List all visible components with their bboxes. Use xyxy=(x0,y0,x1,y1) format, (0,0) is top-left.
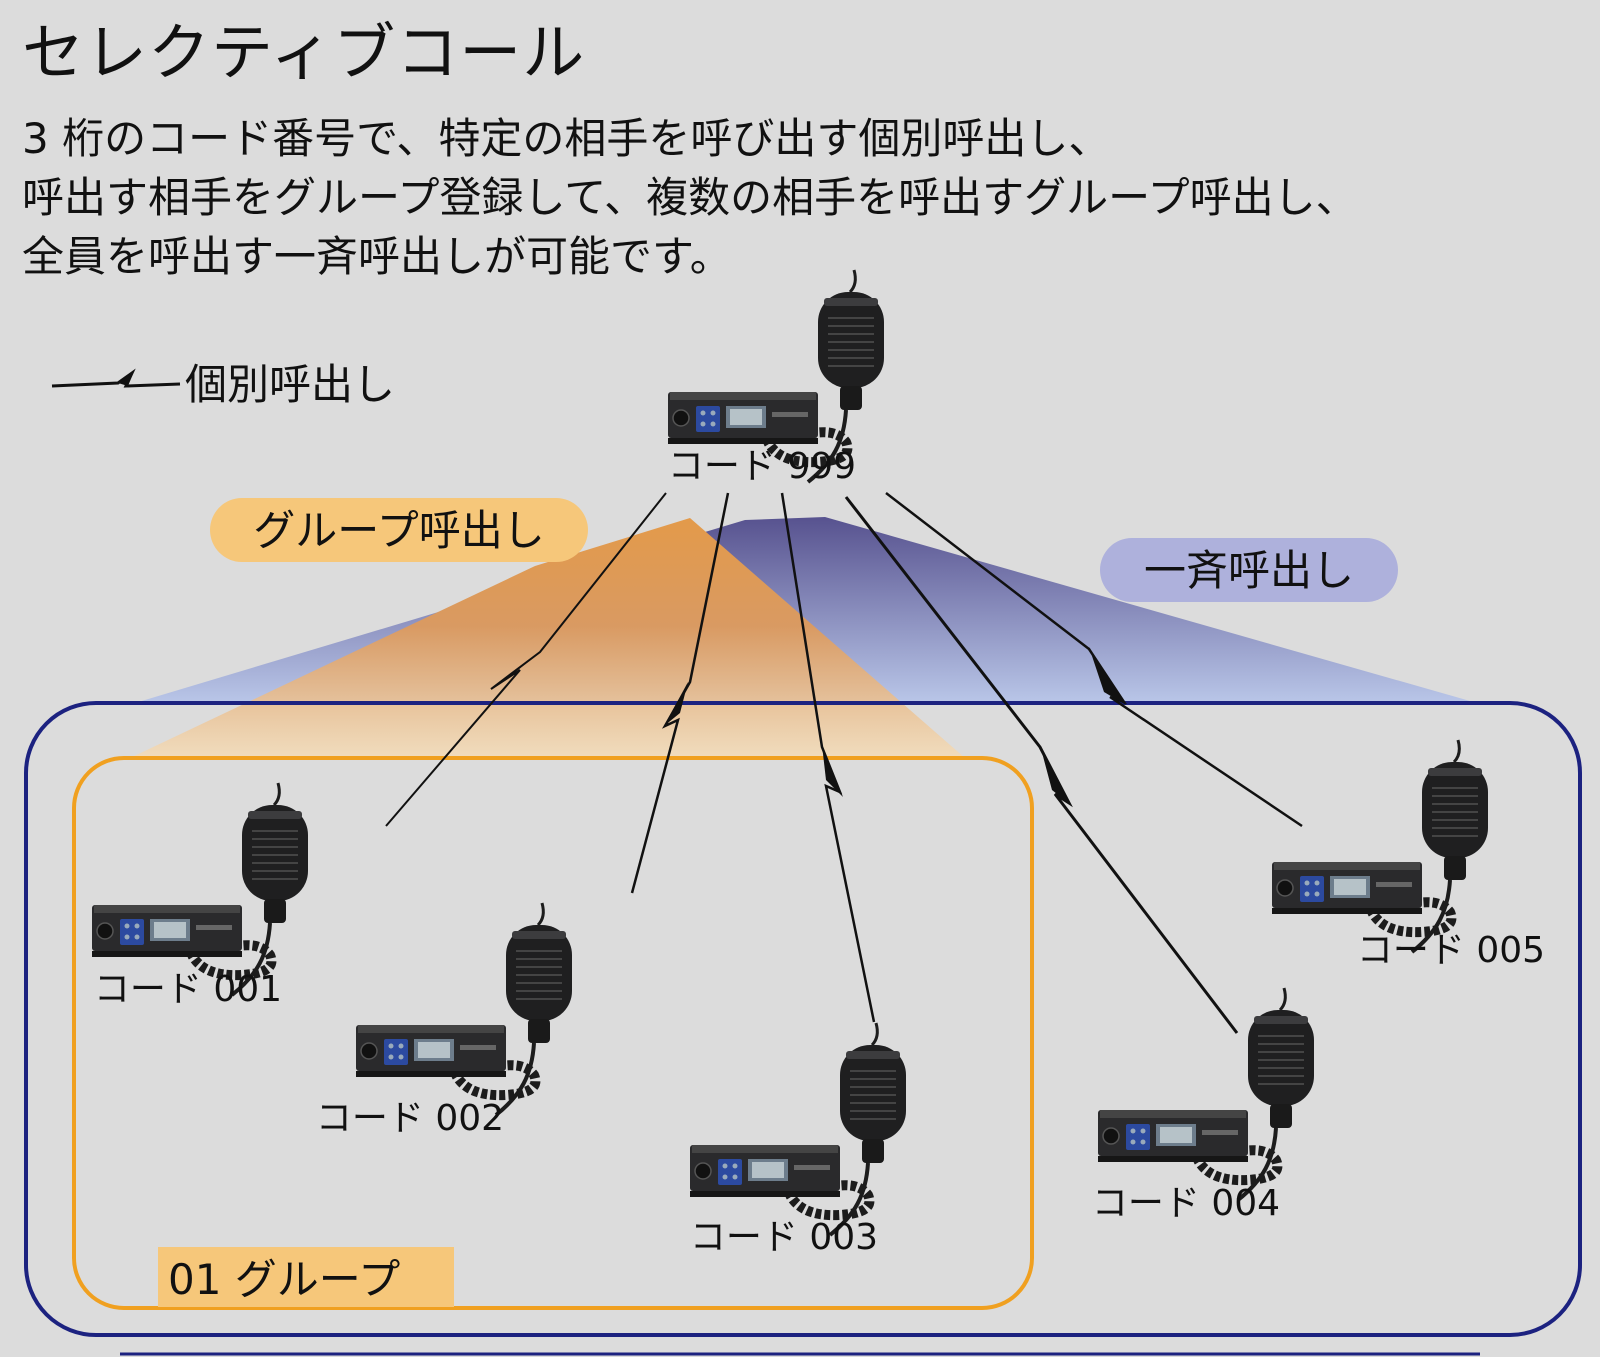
group-call-pill xyxy=(210,498,588,562)
radio-icon-002 xyxy=(356,903,572,1115)
description-line-3: 全員を呼出す一斉呼出しが可能です。 xyxy=(22,231,732,281)
radio-icon-004 xyxy=(1098,988,1314,1200)
group-call-fan xyxy=(130,518,965,758)
group-name-label: 01 グループ xyxy=(168,1255,400,1304)
station-label-004: コード 004 xyxy=(1092,1183,1280,1224)
station-label-001: コード 001 xyxy=(94,969,282,1010)
station-label-002: コード 002 xyxy=(316,1098,504,1139)
station-label-003: コード 003 xyxy=(690,1217,878,1258)
description: 3 桁のコード番号で、特定の相手を呼び出す個別呼出し、 呼出す相手をグループ登録… xyxy=(22,110,1358,286)
all-call-label: 一斉呼出し xyxy=(1144,546,1354,595)
group-frame xyxy=(72,756,1034,1310)
page-title: セレクティブコール xyxy=(22,16,586,89)
description-line-2: 呼出す相手をグループ登録して、複数の相手を呼出すグループ呼出し、 xyxy=(22,172,1358,222)
legend-individual-label: 個別呼出し xyxy=(185,360,395,409)
all-stations-frame xyxy=(24,701,1582,1337)
lightning-icon xyxy=(51,368,181,388)
radio-icon-003 xyxy=(690,1023,906,1235)
group-call-label: グループ呼出し xyxy=(253,506,544,555)
station-label-999: コード 999 xyxy=(668,446,856,487)
call-lines xyxy=(385,492,1303,1034)
description-line-1: 3 桁のコード番号で、特定の相手を呼び出す個別呼出し、 xyxy=(22,114,1111,163)
all-call-pill xyxy=(1100,538,1398,602)
group-label-bg xyxy=(158,1247,454,1307)
station-label-005: コード 005 xyxy=(1357,930,1545,971)
radio-icon-005 xyxy=(1272,740,1488,952)
radio-icon-001 xyxy=(92,783,308,995)
